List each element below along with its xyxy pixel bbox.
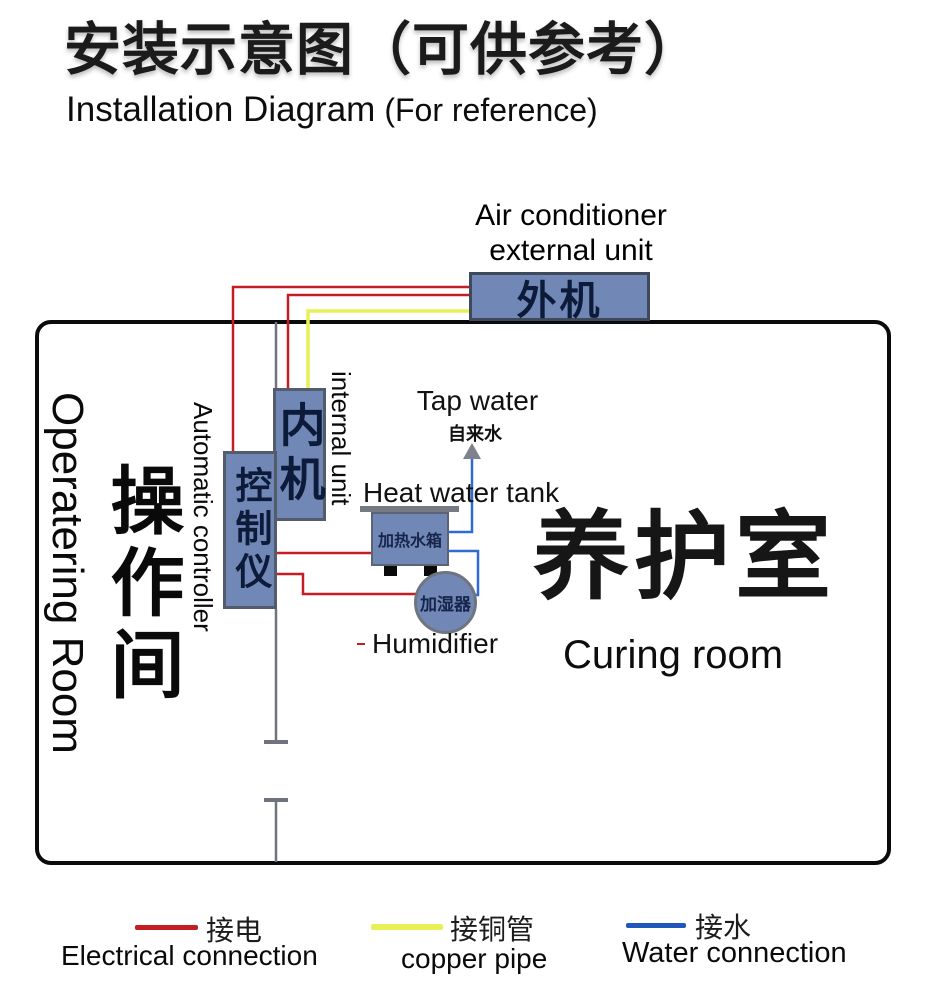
legend-swatch-copper bbox=[371, 924, 443, 930]
page-title-zh: 安装示意图（可供参考） bbox=[64, 18, 702, 82]
outdoor-unit-caption: Air conditioner external unit bbox=[416, 198, 726, 268]
page-title-en-main: Installation Diagram bbox=[66, 90, 376, 129]
legend-label-copper-zh: 接铜管 bbox=[450, 914, 535, 945]
indoor-unit-caption: internal unit bbox=[326, 371, 356, 506]
tap-water-label-zh: 自来水 bbox=[448, 424, 502, 444]
controller-caption: Automatic controller bbox=[188, 402, 218, 632]
humidifier-caption: Humidifier bbox=[372, 628, 499, 659]
legend-swatch-water bbox=[626, 923, 686, 928]
legend-label-electrical-zh: 接电 bbox=[206, 915, 263, 946]
outdoor-unit-box: 外机 bbox=[469, 272, 650, 323]
humidifier-circle: 加湿器 bbox=[414, 571, 477, 634]
outdoor-unit-box-label: 外机 bbox=[516, 278, 603, 323]
heat-water-tank-box-label: 加热水箱 bbox=[377, 533, 442, 550]
page-title-en-suffix: (For reference) bbox=[384, 92, 598, 128]
outdoor-unit-caption-line1: Air conditioner bbox=[475, 199, 667, 232]
wire-electrical-controller-to-humidifier bbox=[277, 572, 416, 596]
wire-electrical-outdoor-to-indoor bbox=[286, 293, 469, 389]
controller-box-label: 控制仪 bbox=[230, 465, 271, 595]
tank-foot-right bbox=[424, 566, 437, 576]
humidifier-circle-label: 加湿器 bbox=[420, 595, 471, 614]
operating-room-label-zh: 操作间 bbox=[100, 462, 183, 708]
operating-room-label-en: Operatering Room bbox=[43, 392, 92, 754]
arrow-up-icon bbox=[463, 443, 481, 459]
indoor-unit-box: 内机 bbox=[273, 388, 326, 521]
legend-label-electrical-en: Electrical connection bbox=[61, 940, 318, 971]
tank-foot-left bbox=[384, 566, 397, 576]
curing-room-label-en: Curing room bbox=[563, 633, 784, 677]
pipe-water-tank-to-tap bbox=[449, 459, 474, 534]
controller-box: 控制仪 bbox=[223, 451, 277, 609]
curing-room-label-zh: 养护室 bbox=[533, 504, 836, 611]
pipe-copper-outdoor-to-indoor bbox=[306, 309, 469, 389]
heat-water-tank-caption: Heat water tank bbox=[363, 477, 560, 508]
heat-water-tank-lid bbox=[360, 506, 459, 512]
heat-water-tank-box: 加热水箱 bbox=[371, 512, 449, 566]
outdoor-unit-caption-line2: external unit bbox=[489, 234, 653, 267]
legend-swatch-electrical bbox=[135, 925, 198, 930]
legend-label-water-zh: 接水 bbox=[695, 912, 752, 943]
tap-water-label-en: Tap water bbox=[416, 385, 539, 416]
legend-label-water-en: Water connection bbox=[622, 937, 847, 969]
page-title-en: Installation Diagram(For reference) bbox=[66, 90, 598, 130]
indoor-unit-box-label: 内机 bbox=[273, 400, 326, 509]
legend-label-copper-en: copper pipe bbox=[401, 943, 548, 974]
wire-electrical-outdoor-to-controller bbox=[231, 285, 469, 452]
